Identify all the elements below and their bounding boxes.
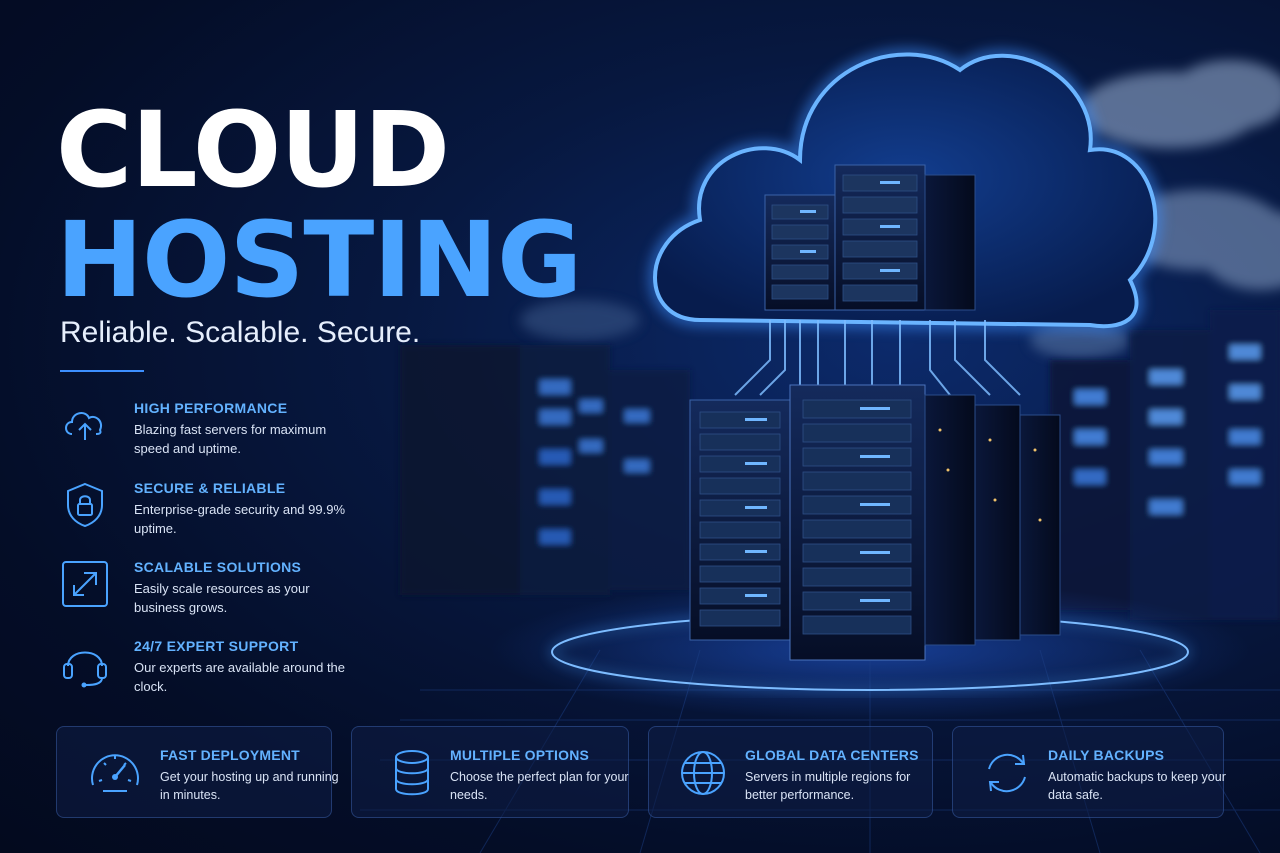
cloud-servers bbox=[764, 164, 976, 311]
feature-description: Easily scale resources as your business … bbox=[134, 581, 310, 615]
feature-description: Enterprise-grade security and 99.9% upti… bbox=[134, 502, 346, 536]
card-multiple-options: MULTIPLE OPTIONS Choose the perfect plan… bbox=[351, 726, 629, 818]
feature-scalable-solutions: SCALABLE SOLUTIONS Easily scale resource… bbox=[60, 559, 400, 619]
feature-title: 24/7 EXPERT SUPPORT bbox=[134, 638, 299, 654]
hero-title-line2: HOSTING bbox=[56, 199, 582, 321]
card-title: DAILY BACKUPS bbox=[1048, 747, 1165, 763]
card-description: Servers in multiple regions for better p… bbox=[745, 770, 911, 802]
card-daily-backups: DAILY BACKUPS Automatic backups to keep … bbox=[952, 726, 1226, 818]
feature-title: HIGH PERFORMANCE bbox=[134, 400, 288, 416]
feature-expert-support: 24/7 EXPERT SUPPORT Our experts are avai… bbox=[60, 638, 400, 698]
background-racks-right bbox=[1050, 310, 1280, 620]
title-divider bbox=[60, 370, 144, 372]
card-description: Choose the perfect plan for your needs. bbox=[450, 770, 629, 802]
card-description: Get your hosting up and running in minut… bbox=[160, 770, 339, 802]
connection-lines bbox=[734, 320, 1021, 396]
card-title: GLOBAL DATA CENTERS bbox=[745, 747, 919, 763]
main-server-rack bbox=[689, 384, 1061, 661]
feature-secure-reliable: SECURE & RELIABLE Enterprise-grade secur… bbox=[60, 480, 400, 540]
feature-title: SECURE & RELIABLE bbox=[134, 480, 286, 496]
scale-arrows-icon bbox=[62, 561, 108, 607]
feature-high-performance: HIGH PERFORMANCE Blazing fast servers fo… bbox=[60, 400, 400, 460]
card-title: MULTIPLE OPTIONS bbox=[450, 747, 590, 763]
hero-title-line1: CLOUD bbox=[56, 89, 450, 211]
card-description: Automatic backups to keep your data safe… bbox=[1048, 770, 1226, 802]
feature-title: SCALABLE SOLUTIONS bbox=[134, 559, 302, 575]
card-title: FAST DEPLOYMENT bbox=[160, 747, 300, 763]
speedometer-icon bbox=[91, 754, 139, 792]
hero-tagline: Reliable. Scalable. Secure. bbox=[60, 316, 421, 349]
globe-icon bbox=[681, 751, 725, 795]
feature-description: Our experts are available around the clo… bbox=[134, 660, 346, 694]
sync-icon bbox=[988, 753, 1026, 793]
cloud-upload-icon bbox=[65, 412, 102, 440]
background-racks-left bbox=[400, 345, 690, 595]
database-icon bbox=[395, 750, 429, 796]
feature-description: Blazing fast servers for maximum speed a… bbox=[134, 422, 327, 456]
headset-icon bbox=[63, 651, 107, 688]
shield-lock-icon bbox=[67, 482, 103, 528]
card-global-data-centers: GLOBAL DATA CENTERS Servers in multiple … bbox=[648, 726, 933, 818]
card-fast-deployment: FAST DEPLOYMENT Get your hosting up and … bbox=[56, 726, 339, 818]
